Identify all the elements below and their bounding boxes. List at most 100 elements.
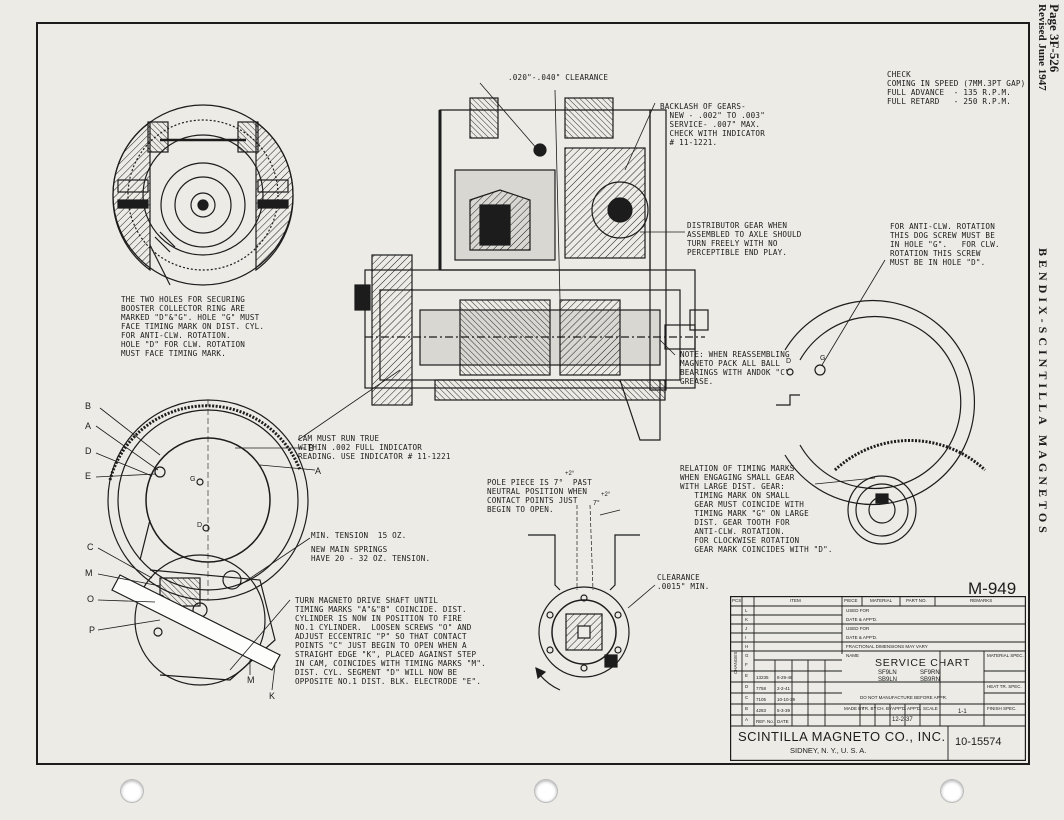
leader-lines: [297, 82, 685, 441]
tb-change-date: 10-10-39: [777, 697, 796, 702]
note-cam: CAM MUST RUN TRUE WITHIN .002 FULL INDIC…: [298, 434, 451, 461]
tb-model: SB9LN: [878, 677, 898, 683]
breaker-assembly: [97, 537, 311, 691]
side-title: BENDIX-SCINTILLA MAGNETOS: [1036, 248, 1050, 537]
label-b-right: B: [308, 443, 315, 453]
tb-changes-label: CHANGES: [733, 651, 738, 674]
page-reference: Page 3F-526: [1047, 4, 1062, 73]
tb-row-letter: I: [745, 635, 747, 640]
tb-heat-tr-spec: HEAT TR. SPEC.: [987, 684, 1022, 689]
tb-change-ref: 7105: [756, 697, 767, 702]
label-seven-tolerance: +2°: [601, 492, 611, 498]
label-o: O: [87, 594, 95, 604]
note-clearance-top: .020"-.040" CLEARANCE: [508, 73, 609, 82]
tb-date-value: 12-2-37: [892, 717, 913, 723]
note-reassembling: NOTE: WHEN REASSEMBLING MAGNETO PACK ALL…: [680, 350, 790, 386]
tb-tr-by: TR. BY: [862, 706, 877, 711]
tb-model: SF9LN: [878, 670, 897, 676]
note-backlash: BACKLASH OF GEARS- NEW - .002" TO .003" …: [660, 102, 765, 147]
pole-piece-cam: [528, 504, 656, 691]
label-k: K: [269, 691, 276, 701]
tb-header-item: ITEM: [790, 598, 801, 603]
tb-header-part-no: PART NO.: [906, 598, 927, 603]
tb-change-date: 8-29-46: [777, 675, 793, 680]
tb-change-ref: 13235: [756, 675, 769, 680]
tb-header-material: MATERIAL: [870, 598, 893, 603]
tb-model: SB9RN: [920, 677, 941, 683]
label-hole-g: G: [820, 355, 826, 362]
label-e-left: E: [85, 471, 92, 481]
tb-header-pcs: PCS: [732, 598, 742, 603]
tb-row-letter: F: [745, 662, 748, 667]
note-timing-relation: RELATION OF TIMING MARKS WHEN ENGAGING S…: [680, 464, 833, 554]
dog-screw-disc: [776, 259, 976, 506]
binder-hole: [120, 779, 144, 803]
label-b-left: B: [85, 401, 92, 411]
note-distributor-gear: DISTRIBUTOR GEAR WHEN ASSEMBLED TO AXLE …: [687, 221, 802, 257]
tb-used-for: USED FOR: [846, 626, 870, 631]
tb-scale-value: 1-1: [958, 709, 967, 715]
booster-collector-ring-view: [112, 104, 294, 286]
tb-row-letter: L: [745, 608, 748, 613]
tb-service-chart: SERVICE CHART: [875, 657, 971, 669]
tb-change-ref: 4283: [756, 708, 767, 713]
tb-row-letter: J: [745, 626, 748, 631]
tb-model: SF9RN: [920, 670, 940, 676]
tb-row-letter: B: [745, 706, 749, 711]
tb-material-spec: MATERIAL SPEC.: [987, 653, 1024, 658]
tb-do-not-manufacture: DO NOT MANUFACTURE BEFORE APPR.: [860, 695, 948, 700]
tb-ch-by: CH. BY: [877, 706, 893, 711]
note-turn-magneto: TURN MAGNETO DRIVE SHAFT UNTIL TIMING MA…: [295, 596, 486, 686]
tb-header-piece: PIECE: [844, 598, 858, 603]
tb-header-remarks: REMARKS: [970, 598, 993, 603]
note-pole-piece: POLE PIECE IS 7° PAST NEUTRAL POSITION W…: [487, 478, 592, 514]
binder-hole: [940, 779, 964, 803]
tb-row-letter: G: [745, 653, 749, 658]
label-c: C: [87, 542, 94, 552]
binder-hole: [534, 779, 558, 803]
note-two-holes: THE TWO HOLES FOR SECURING BOOSTER COLLE…: [121, 295, 265, 358]
label-m-bottom: M: [247, 675, 255, 685]
note-clearance-min: CLEARANCE .0015" MIN.: [657, 573, 710, 591]
label-seven-degrees: 7°: [593, 500, 600, 507]
tb-row-letter: C: [745, 695, 749, 700]
tb-date-appd: DATE & APP'D.: [846, 617, 878, 622]
drawing-number-tag: M-949: [968, 579, 1017, 598]
revised-date: Revised June 1947: [1036, 4, 1048, 91]
tb-row-letter: E: [745, 673, 749, 678]
tb-row-letter: D: [745, 684, 749, 689]
tb-appd: APP'D.: [892, 706, 907, 711]
tb-made-by: MADE BY: [844, 706, 865, 711]
tb-appd: APP'D.: [907, 706, 922, 711]
label-pole-tolerance: +2°: [565, 471, 575, 477]
small-gear-engagement: [814, 439, 987, 545]
tb-change-date: 5-3-39: [777, 708, 791, 713]
tb-change-date: 2-2-41: [777, 686, 791, 691]
label-g-center: G: [190, 476, 196, 483]
note-min-tension: MIN. TENSION 15 OZ.: [311, 531, 407, 540]
tb-finish-spec: FINISH SPEC.: [987, 706, 1017, 711]
tb-row-letter: A: [745, 717, 749, 722]
note-main-springs: NEW MAIN SPRINGS HAVE 20 - 32 OZ. TENSIO…: [311, 545, 431, 563]
label-d-left: D: [85, 446, 92, 456]
tb-company: SCINTILLA MAGNETO CO., INC.: [738, 729, 946, 744]
label-hole-d: D: [786, 358, 792, 365]
label-m-left: M: [85, 568, 93, 578]
timing-gear-diagram: [95, 399, 316, 601]
label-d-center: D: [197, 522, 203, 529]
tb-location: SIDNEY, N. Y., U. S. A.: [790, 746, 867, 755]
magneto-cross-section: [354, 89, 709, 441]
note-check-speed: CHECK COMING IN SPEED (7MM.3PT GAP) FULL…: [887, 70, 1026, 106]
tb-date-appd: DATE & APP'D.: [846, 635, 878, 640]
drawing-border: [36, 22, 1030, 765]
tb-change-ref: 7758: [756, 686, 767, 691]
title-block: PCS ITEM PIECE MATERIAL PART NO. REMARKS…: [730, 596, 1026, 761]
tb-date-label: DATE: [777, 719, 789, 724]
label-a-left: A: [85, 421, 92, 431]
tb-row-letter: H: [745, 644, 749, 649]
tb-used-for: USED FOR: [846, 608, 870, 613]
label-a-right: A: [315, 466, 322, 476]
tb-row-letter: K: [745, 617, 749, 622]
